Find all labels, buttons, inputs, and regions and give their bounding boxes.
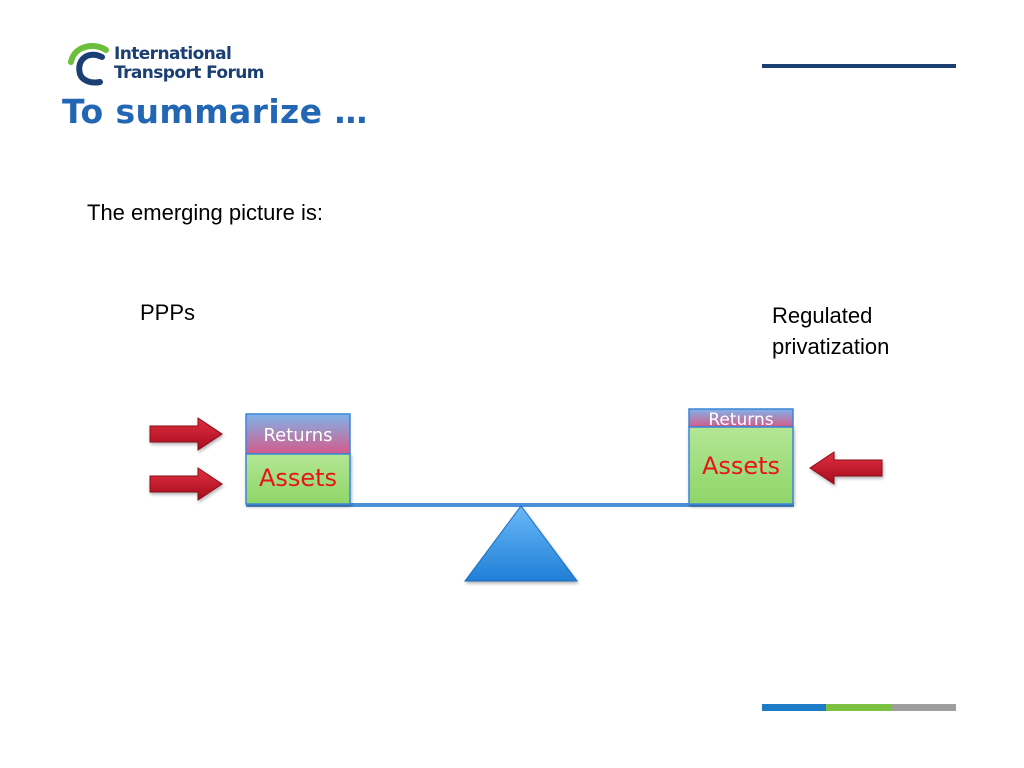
slide-subtitle: The emerging picture is: (87, 200, 323, 225)
right-assets-block (688, 426, 794, 505)
regulated-privatization-line1: Regulated (772, 303, 873, 328)
right-assets-text: Assets (702, 452, 780, 480)
left-assets-text: Assets (259, 464, 337, 492)
left-assets-block (245, 453, 351, 505)
footer-bar-blue (762, 704, 826, 711)
right-box: Returns Assets (688, 408, 794, 505)
logo-arc-icon (68, 43, 109, 86)
left-arrow-upper-icon (149, 417, 223, 451)
left-returns-block (245, 413, 351, 455)
footer-bar-gray (891, 704, 956, 711)
left-arrow-lower-icon (149, 467, 223, 501)
right-returns-text: Returns (708, 410, 773, 430)
ppps-label: PPPs (140, 300, 196, 325)
left-returns-text: Returns (263, 425, 332, 446)
right-arrow-icon (809, 451, 883, 485)
left-box: Returns Assets (245, 413, 351, 505)
seesaw-fulcrum (464, 505, 578, 582)
header-rule (762, 64, 956, 68)
logo-text-line2: Transport Forum (114, 63, 264, 83)
footer-bar-green (826, 704, 891, 711)
seesaw-beam (246, 503, 794, 507)
logo-text-line1: International (114, 44, 232, 64)
slide-title: To summarize … (62, 92, 368, 131)
regulated-privatization-label: Regulated privatization (772, 300, 889, 362)
itf-logo: International Transport Forum (68, 42, 268, 86)
regulated-privatization-line2: privatization (772, 334, 890, 359)
